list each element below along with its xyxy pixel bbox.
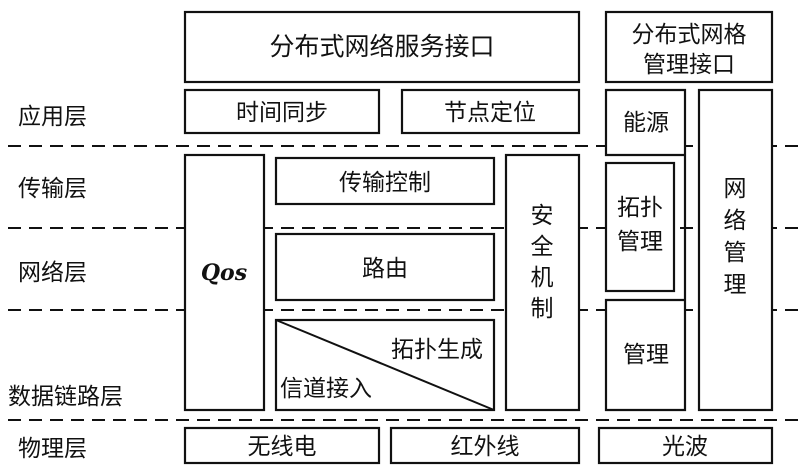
management-label: 管理: [623, 342, 669, 368]
layer-label-application: 应用层: [18, 104, 87, 130]
node-locate-label: 节点定位: [444, 100, 536, 126]
topology-mgmt-line2: 管理: [617, 229, 663, 255]
time-sync-box: [183, 88, 381, 135]
transport-control-label: 传输控制: [339, 170, 431, 196]
mgmt-interface-line2: 管理接口: [643, 52, 735, 78]
routing-box: [274, 232, 496, 302]
topology-mgmt-box: [604, 161, 676, 293]
qos-box: [183, 153, 266, 412]
security-char-1: 安: [531, 203, 554, 229]
layer-label-datalink: 数据链路层: [8, 384, 123, 410]
wireless-label: 无线电: [248, 434, 317, 460]
security-char-3: 机: [531, 265, 554, 291]
security-char-2: 全: [531, 234, 554, 260]
optical-box: [597, 426, 774, 465]
topology-generation-label: 拓扑生成: [391, 337, 483, 363]
transport-control-box: [274, 156, 496, 206]
mgmt-interface-line1: 分布式网格: [632, 22, 747, 48]
security-char-4: 制: [531, 296, 554, 322]
distributed-service-interface-label: 分布式网络服务接口: [269, 32, 494, 61]
wireless-box: [183, 426, 381, 465]
infrared-label: 红外线: [451, 434, 520, 460]
mgmt-interface-box: [604, 10, 774, 84]
qos-label: Qos: [201, 260, 247, 286]
network-management-char-4: 理: [724, 272, 747, 298]
network-management-char-3: 管: [724, 240, 747, 266]
network-management-box: [697, 88, 774, 412]
routing-label: 路由: [362, 256, 408, 282]
energy-label: 能源: [623, 110, 669, 136]
layer-label-physical: 物理层: [18, 436, 87, 462]
layer-label-network: 网络层: [18, 260, 87, 286]
node-locate-box: [400, 88, 581, 135]
topology-channel-divider: [275, 319, 495, 411]
security-box: [504, 153, 581, 412]
optical-label: 光波: [662, 434, 708, 460]
topology-mgmt-line1: 拓扑: [617, 195, 663, 221]
distributed-service-interface-box: [183, 10, 581, 84]
channel-access-label: 信道接入: [280, 376, 372, 402]
infrared-box: [389, 426, 581, 465]
network-management-char-2: 络: [724, 208, 747, 234]
network-management-char-1: 网: [724, 176, 747, 202]
time-sync-label: 时间同步: [236, 100, 328, 126]
layer-label-transport: 传输层: [18, 176, 87, 202]
energy-box: [604, 88, 687, 412]
